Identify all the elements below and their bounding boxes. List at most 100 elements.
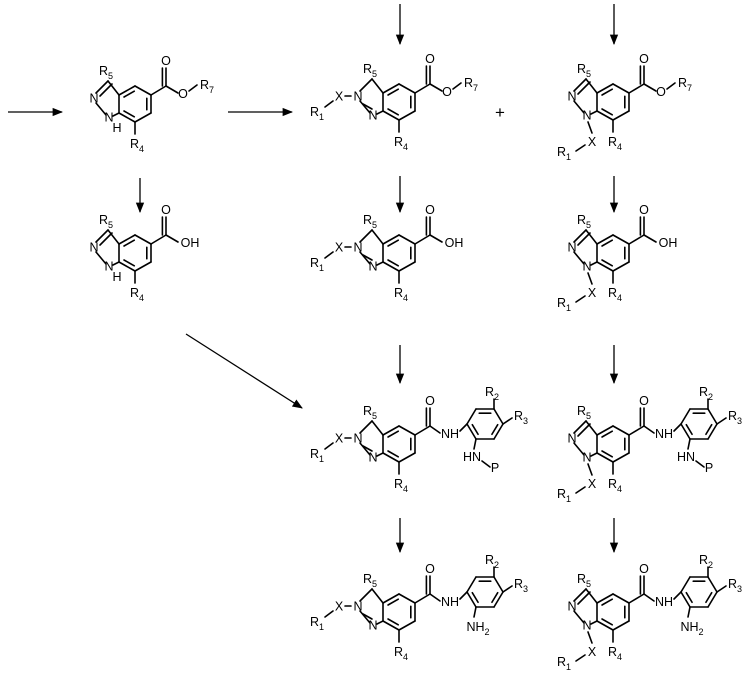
r5-label-text: R (363, 62, 372, 76)
carbonyl-o-label-text: O (639, 203, 649, 217)
nh-indazole-ester: NNHR5R4OOR7 (89, 54, 214, 154)
n1-indazole-acid: NNXR1R5R4OOH (557, 203, 677, 313)
r3-label: R3 (728, 577, 742, 594)
ring-bond (597, 453, 613, 462)
r1-label-text: R (310, 105, 319, 119)
ring-bond (399, 84, 415, 93)
hn-label: HN (677, 450, 695, 464)
amide-aryl-bond (674, 424, 681, 431)
r5-label: R5 (99, 64, 113, 81)
aryl-ring-bond (681, 409, 690, 424)
ring-bond (383, 453, 399, 462)
ring-bond (383, 262, 399, 271)
p-label: P (705, 461, 713, 475)
r3-label-subscript: 3 (523, 584, 528, 594)
bond-carbonyl (629, 594, 644, 603)
ring-bond (399, 453, 415, 462)
amide-nh-label: NH (655, 595, 673, 609)
r2-label-text: R (699, 553, 708, 567)
n2-indazole-ester: NNXR1R5R4OOR7 (310, 52, 478, 152)
n1-label-text: N (582, 451, 591, 465)
x-label-text: X (335, 241, 344, 255)
ring-bond (377, 453, 383, 456)
r2-label: R2 (699, 385, 713, 402)
reaction-arrows (8, 4, 614, 552)
ring-bond (135, 235, 151, 244)
bond-carbonyl (629, 235, 644, 244)
r4-label-subscript: 4 (139, 144, 144, 154)
ring-bond (613, 453, 629, 462)
r2-label: R2 (485, 385, 499, 402)
r4-label-text: R (394, 477, 403, 491)
ring-bond (591, 453, 597, 456)
bond-carbonyl (151, 235, 166, 244)
r5-label: R5 (577, 213, 591, 230)
r2-label: R2 (485, 553, 499, 570)
ring-bond (613, 235, 629, 244)
oh-label: OH (445, 236, 464, 250)
r1-label-text: R (557, 296, 566, 310)
carbonyl-o-label: O (639, 394, 649, 408)
r1-label: R1 (557, 296, 571, 313)
n2-label: N (353, 432, 362, 446)
r5-label-subscript: 5 (586, 220, 591, 230)
n1-label-text: N (368, 109, 377, 123)
bond-carbonyl (415, 84, 430, 93)
r4-label-text: R (608, 135, 617, 149)
n2-label: N (567, 432, 576, 446)
ester-o-label-text: O (442, 85, 452, 99)
ring-bond (399, 621, 415, 630)
aryl-ring-bond (467, 592, 476, 607)
oh-label-text: OH (659, 236, 678, 250)
ester-o-label-text: O (656, 85, 666, 99)
r2-label-text: R (485, 553, 494, 567)
r1-label: R1 (557, 655, 571, 672)
carbonyl-o-label: O (161, 54, 171, 68)
carbonyl-o-label: O (425, 394, 435, 408)
r1-label-subscript: 1 (319, 112, 324, 122)
r5-label-text: R (577, 572, 586, 586)
aryl-ring-bond (681, 424, 690, 439)
r5-label-text: R (577, 213, 586, 227)
carbonyl-o-label: O (639, 562, 649, 576)
aryl-ring-bond (708, 577, 717, 592)
n1-indazole-amide-amine: NNXR1R5R4ONHR2R3NH2 (557, 553, 742, 672)
n2-label-text: N (89, 92, 98, 106)
nh2-label: NH2 (466, 620, 489, 637)
bond-amine (688, 439, 690, 449)
r5-label-subscript: 5 (586, 69, 591, 79)
bond-x-r1 (576, 487, 585, 493)
bond-hn-p (482, 461, 490, 467)
r1-label-text: R (310, 615, 319, 629)
bond-x-r1 (576, 655, 585, 661)
ring-bond (613, 111, 629, 120)
ring-bond (613, 426, 629, 435)
bond-r3 (503, 586, 512, 592)
ring-bond (597, 84, 613, 93)
ring-bond (119, 235, 135, 244)
ring-bond (383, 235, 399, 244)
carbonyl-o-label: O (639, 203, 649, 217)
n1-label: N (582, 260, 591, 274)
amide-nh-label: NH (441, 427, 459, 441)
r2-label-subscript: 2 (708, 392, 713, 402)
n1-indazole-ester: NNXR1R5R4OOR7 (557, 52, 692, 162)
r3-label-subscript: 3 (737, 584, 742, 594)
amide-nh-label-text: NH (441, 427, 459, 441)
ester-o-label-text: O (178, 87, 188, 101)
n1-label-text: N (582, 260, 591, 274)
r4-label-subscript: 4 (617, 484, 622, 494)
r3-label-text: R (514, 409, 523, 423)
bond-carbonyl (415, 426, 430, 435)
r4-label: R4 (130, 137, 144, 154)
nh2-label-subscript: 2 (699, 627, 704, 637)
n2-label: N (567, 600, 576, 614)
r4-label: R4 (608, 286, 622, 303)
r1-label-subscript: 1 (566, 303, 571, 313)
n1-label: N (368, 619, 377, 633)
amide-nh-label: NH (441, 595, 459, 609)
n1-hydrogen: H (112, 270, 121, 284)
oh-label: OH (659, 236, 678, 250)
r3-label: R3 (728, 409, 742, 426)
